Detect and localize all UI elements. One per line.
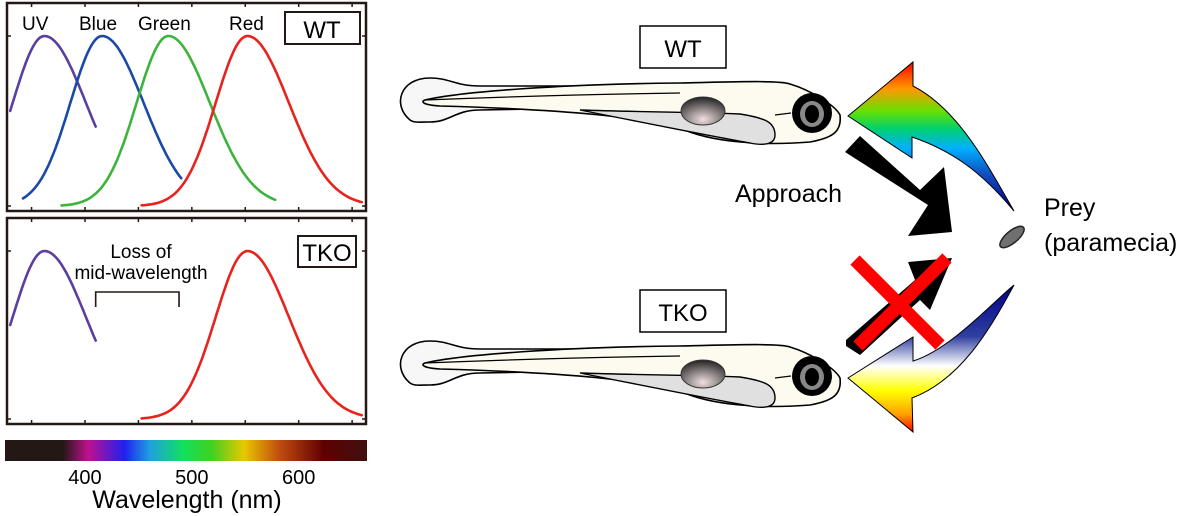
wt-fish-label-box — [639, 25, 727, 69]
loss-bracket — [94, 291, 180, 307]
spectral-sensitivity-chart: UV Blue Green Red WT TKO Loss of mid-wav… — [5, 1, 368, 514]
x-tick-label: 400 — [68, 467, 101, 489]
curve-uv-wt — [8, 34, 97, 128]
annotation-line-2: mid-wavelength — [74, 263, 207, 284]
tko-panel-tag: TKO — [302, 240, 351, 267]
wt-curves — [8, 34, 363, 207]
tko-light-arrow-icon — [847, 284, 1015, 434]
curve-red-tko — [140, 249, 363, 420]
series-label-green: Green — [138, 14, 191, 35]
wt-light-arrow-icon — [847, 60, 1015, 212]
curve-blue-wt — [21, 34, 183, 200]
tko-panel-tag-box — [297, 235, 357, 268]
wt-fish-label: WT — [664, 36, 702, 63]
prey-paramecium-icon — [999, 225, 1025, 249]
tko-curves — [8, 249, 363, 420]
approach-arrow-icon — [845, 136, 952, 236]
series-label-red: Red — [229, 14, 264, 35]
x-tick-label: 500 — [175, 467, 208, 489]
prey-sublabel: (paramecia) — [1044, 229, 1177, 257]
curve-green-wt — [60, 34, 277, 207]
wt-larva-fish — [399, 77, 842, 146]
wt-panel-tag: WT — [303, 17, 341, 44]
x-tick-label: 600 — [282, 467, 315, 489]
tko-larva-fish — [399, 340, 842, 409]
prey-label: Prey — [1044, 194, 1096, 222]
wt-panel-tag-box — [284, 11, 361, 45]
annotation-line-1: Loss of — [110, 242, 172, 263]
x-axis-label: Wavelength (nm) — [92, 486, 281, 514]
series-label-uv: UV — [22, 14, 49, 35]
behavior-diagram: WT TKO Approach Prey (paramecia) — [399, 25, 1177, 434]
approach-label: Approach — [735, 180, 842, 208]
curve-red-wt — [140, 34, 363, 207]
curve-uv-tko — [8, 249, 97, 342]
tko-fish-label: TKO — [658, 300, 707, 327]
blocked-cross-icon — [850, 253, 952, 351]
series-label-blue: Blue — [79, 14, 117, 35]
tko-fish-label-box — [639, 289, 727, 333]
spectrum-bar — [5, 440, 367, 461]
